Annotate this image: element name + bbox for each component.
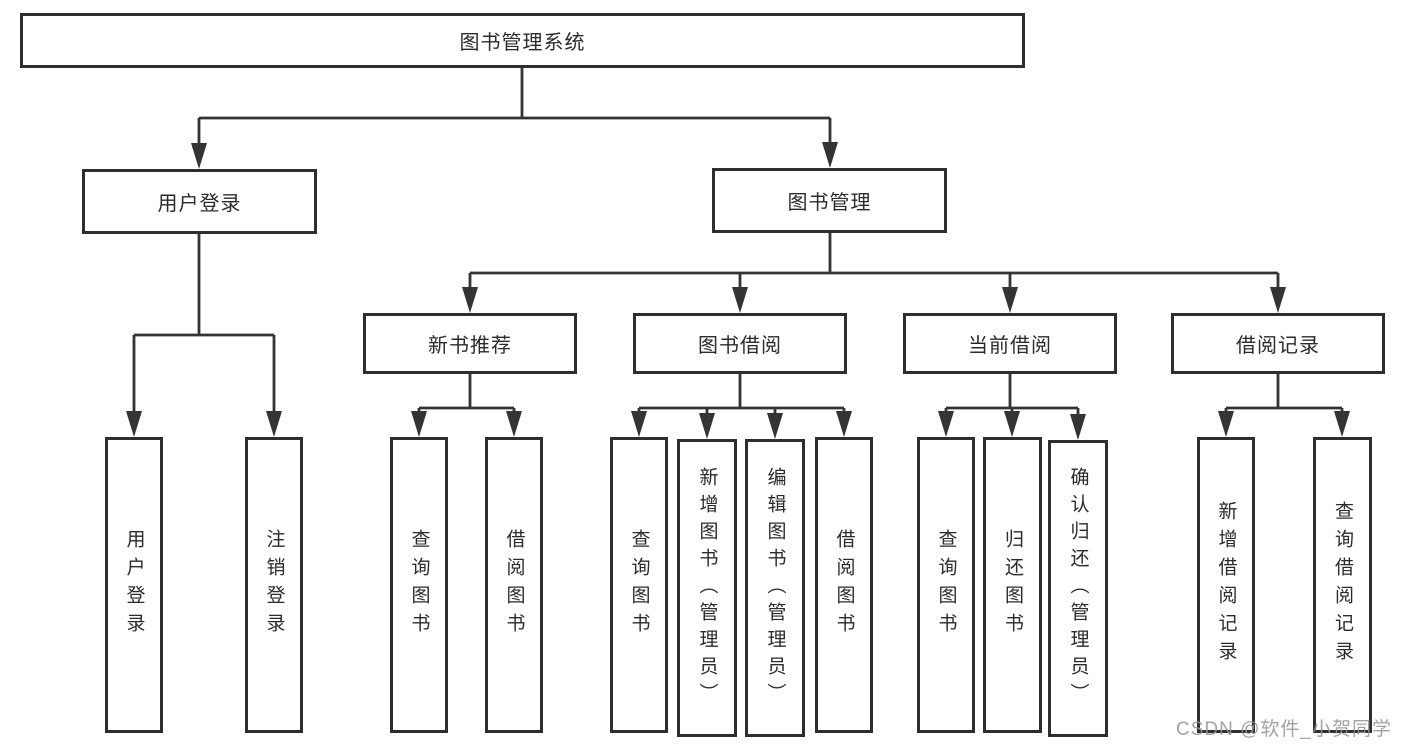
leaf-label: 借阅图书	[833, 529, 855, 641]
arrow-down-icon	[506, 411, 522, 437]
leaf-label: 用户登录	[123, 529, 145, 641]
leaf-label: 查询图书	[408, 529, 430, 641]
leaf-add-books-admin: 新增图书（管理员）	[677, 439, 737, 737]
node-new-book-recommend: 新书推荐	[363, 313, 577, 374]
arrow-down-icon	[1270, 287, 1286, 313]
arrow-down-icon	[767, 413, 783, 439]
leaf-query-books-2: 查询图书	[610, 437, 668, 733]
leaf-return-books: 归还图书	[983, 437, 1042, 733]
arrow-down-icon	[1334, 411, 1350, 437]
arrow-down-icon	[266, 411, 282, 437]
leaf-logout: 注销登录	[245, 437, 303, 733]
arrow-down-icon	[836, 411, 852, 437]
arrow-down-icon	[938, 411, 954, 437]
node-label: 借阅记录	[1236, 335, 1320, 357]
leaf-label: 注销登录	[263, 529, 285, 641]
leaf-label: 确认归还（管理员）	[1067, 467, 1089, 710]
node-label: 用户登录	[157, 193, 242, 215]
leaf-borrow-books-1: 借阅图书	[485, 437, 543, 733]
arrow-down-icon	[462, 287, 478, 313]
csdn-watermark: CSDN @软件_小贺同学	[1176, 719, 1392, 740]
leaf-label: 借阅图书	[503, 529, 525, 641]
node-label: 图书管理	[787, 192, 872, 214]
arrow-down-icon	[411, 411, 427, 437]
arrow-down-icon	[1004, 411, 1020, 437]
node-user-login-branch: 用户登录	[82, 169, 317, 234]
leaf-user-login: 用户登录	[105, 437, 163, 733]
node-book-management: 图书管理	[712, 168, 947, 233]
arrow-down-icon	[822, 142, 838, 168]
arrow-down-icon	[631, 411, 647, 437]
leaf-borrow-books-2: 借阅图书	[815, 437, 873, 733]
leaf-label: 查询图书	[628, 529, 650, 641]
leaf-add-borrow-record: 新增借阅记录	[1197, 437, 1255, 733]
leaf-label: 查询借阅记录	[1332, 501, 1353, 669]
arrow-down-icon	[1070, 414, 1086, 440]
leaf-label: 编辑图书（管理员）	[764, 466, 786, 710]
arrow-down-icon	[699, 413, 715, 439]
arrow-down-icon	[732, 287, 748, 313]
node-borrowing-records: 借阅记录	[1171, 313, 1385, 374]
leaf-label: 新增图书（管理员）	[696, 466, 718, 710]
leaf-edit-books-admin: 编辑图书（管理员）	[745, 439, 805, 737]
node-book-borrowing: 图书借阅	[633, 313, 847, 374]
leaf-query-books-1: 查询图书	[390, 437, 448, 733]
leaf-label: 查询图书	[935, 529, 957, 641]
node-label: 当前借阅	[968, 335, 1052, 357]
node-root-label: 图书管理系统	[459, 32, 586, 54]
node-current-borrowing: 当前借阅	[903, 313, 1117, 374]
arrow-down-icon	[1002, 287, 1018, 313]
leaf-label: 新增借阅记录	[1215, 501, 1237, 669]
leaf-query-books-3: 查询图书	[917, 437, 975, 733]
node-label: 新书推荐	[428, 335, 512, 357]
arrow-down-icon	[191, 143, 207, 169]
leaf-confirm-return-admin: 确认归还（管理员）	[1048, 440, 1108, 737]
leaf-label: 归还图书	[1002, 529, 1023, 641]
node-label: 图书借阅	[698, 335, 782, 357]
arrow-down-icon	[1218, 411, 1234, 437]
leaf-query-borrow-record: 查询借阅记录	[1313, 437, 1372, 733]
arrow-down-icon	[126, 411, 142, 437]
node-root-system: 图书管理系统	[20, 13, 1025, 68]
